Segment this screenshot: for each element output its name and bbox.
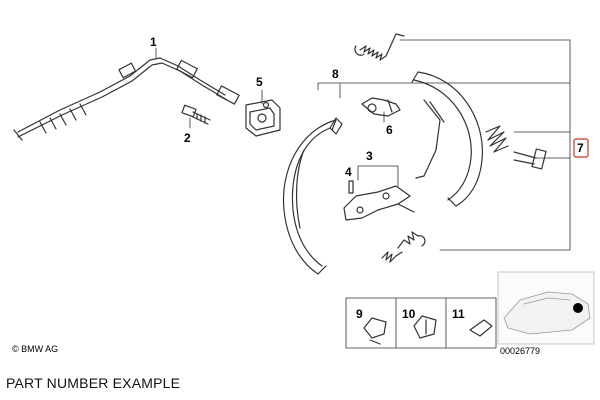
parking-brake-cable-icon [13,57,240,141]
clip-item-9-icon [363,317,387,345]
callout-7: 7 [577,141,584,155]
callout-3: 3 [366,149,373,163]
callout-11: 11 [452,307,465,321]
small-parts-box [345,297,497,349]
callout-6: 6 [386,123,393,137]
callout-7-highlight-box [573,138,589,158]
parts-diagram: 1 2 3 4 5 6 7 8 9 10 11 © BMW AG 0002677… [12,33,595,356]
group-bracket-lines [317,39,571,251]
callout-9: 9 [356,307,363,321]
retaining-pin-icon [348,180,354,194]
clip-item-10-icon [413,315,437,339]
spring-bottom-icon [381,231,426,263]
caption-text: PART NUMBER EXAMPLE [6,375,181,391]
bolt-icon [181,104,211,125]
bolt-item-7-icon [513,148,547,170]
copyright-notice: © BMW AG [12,344,58,354]
callout-2: 2 [184,131,191,145]
brake-shoe-right-icon [411,71,483,207]
car-location-marker [573,303,583,313]
spring-item-7-icon [485,125,509,153]
retaining-spring-clip-icon [361,97,401,117]
adjuster-icon [343,185,415,221]
callout-4: 4 [345,165,352,179]
spring-top-icon [354,33,405,61]
callout-1: 1 [150,35,157,49]
brake-shoe-left-icon [282,117,343,275]
callout-5: 5 [256,75,263,89]
cable-bracket-icon [245,99,281,137]
diagram-part-number: 00026779 [500,346,540,356]
car-silhouette-icon [503,291,591,335]
callout-8: 8 [332,67,339,81]
clip-item-11-icon [469,319,493,337]
callout-10: 10 [402,307,416,321]
